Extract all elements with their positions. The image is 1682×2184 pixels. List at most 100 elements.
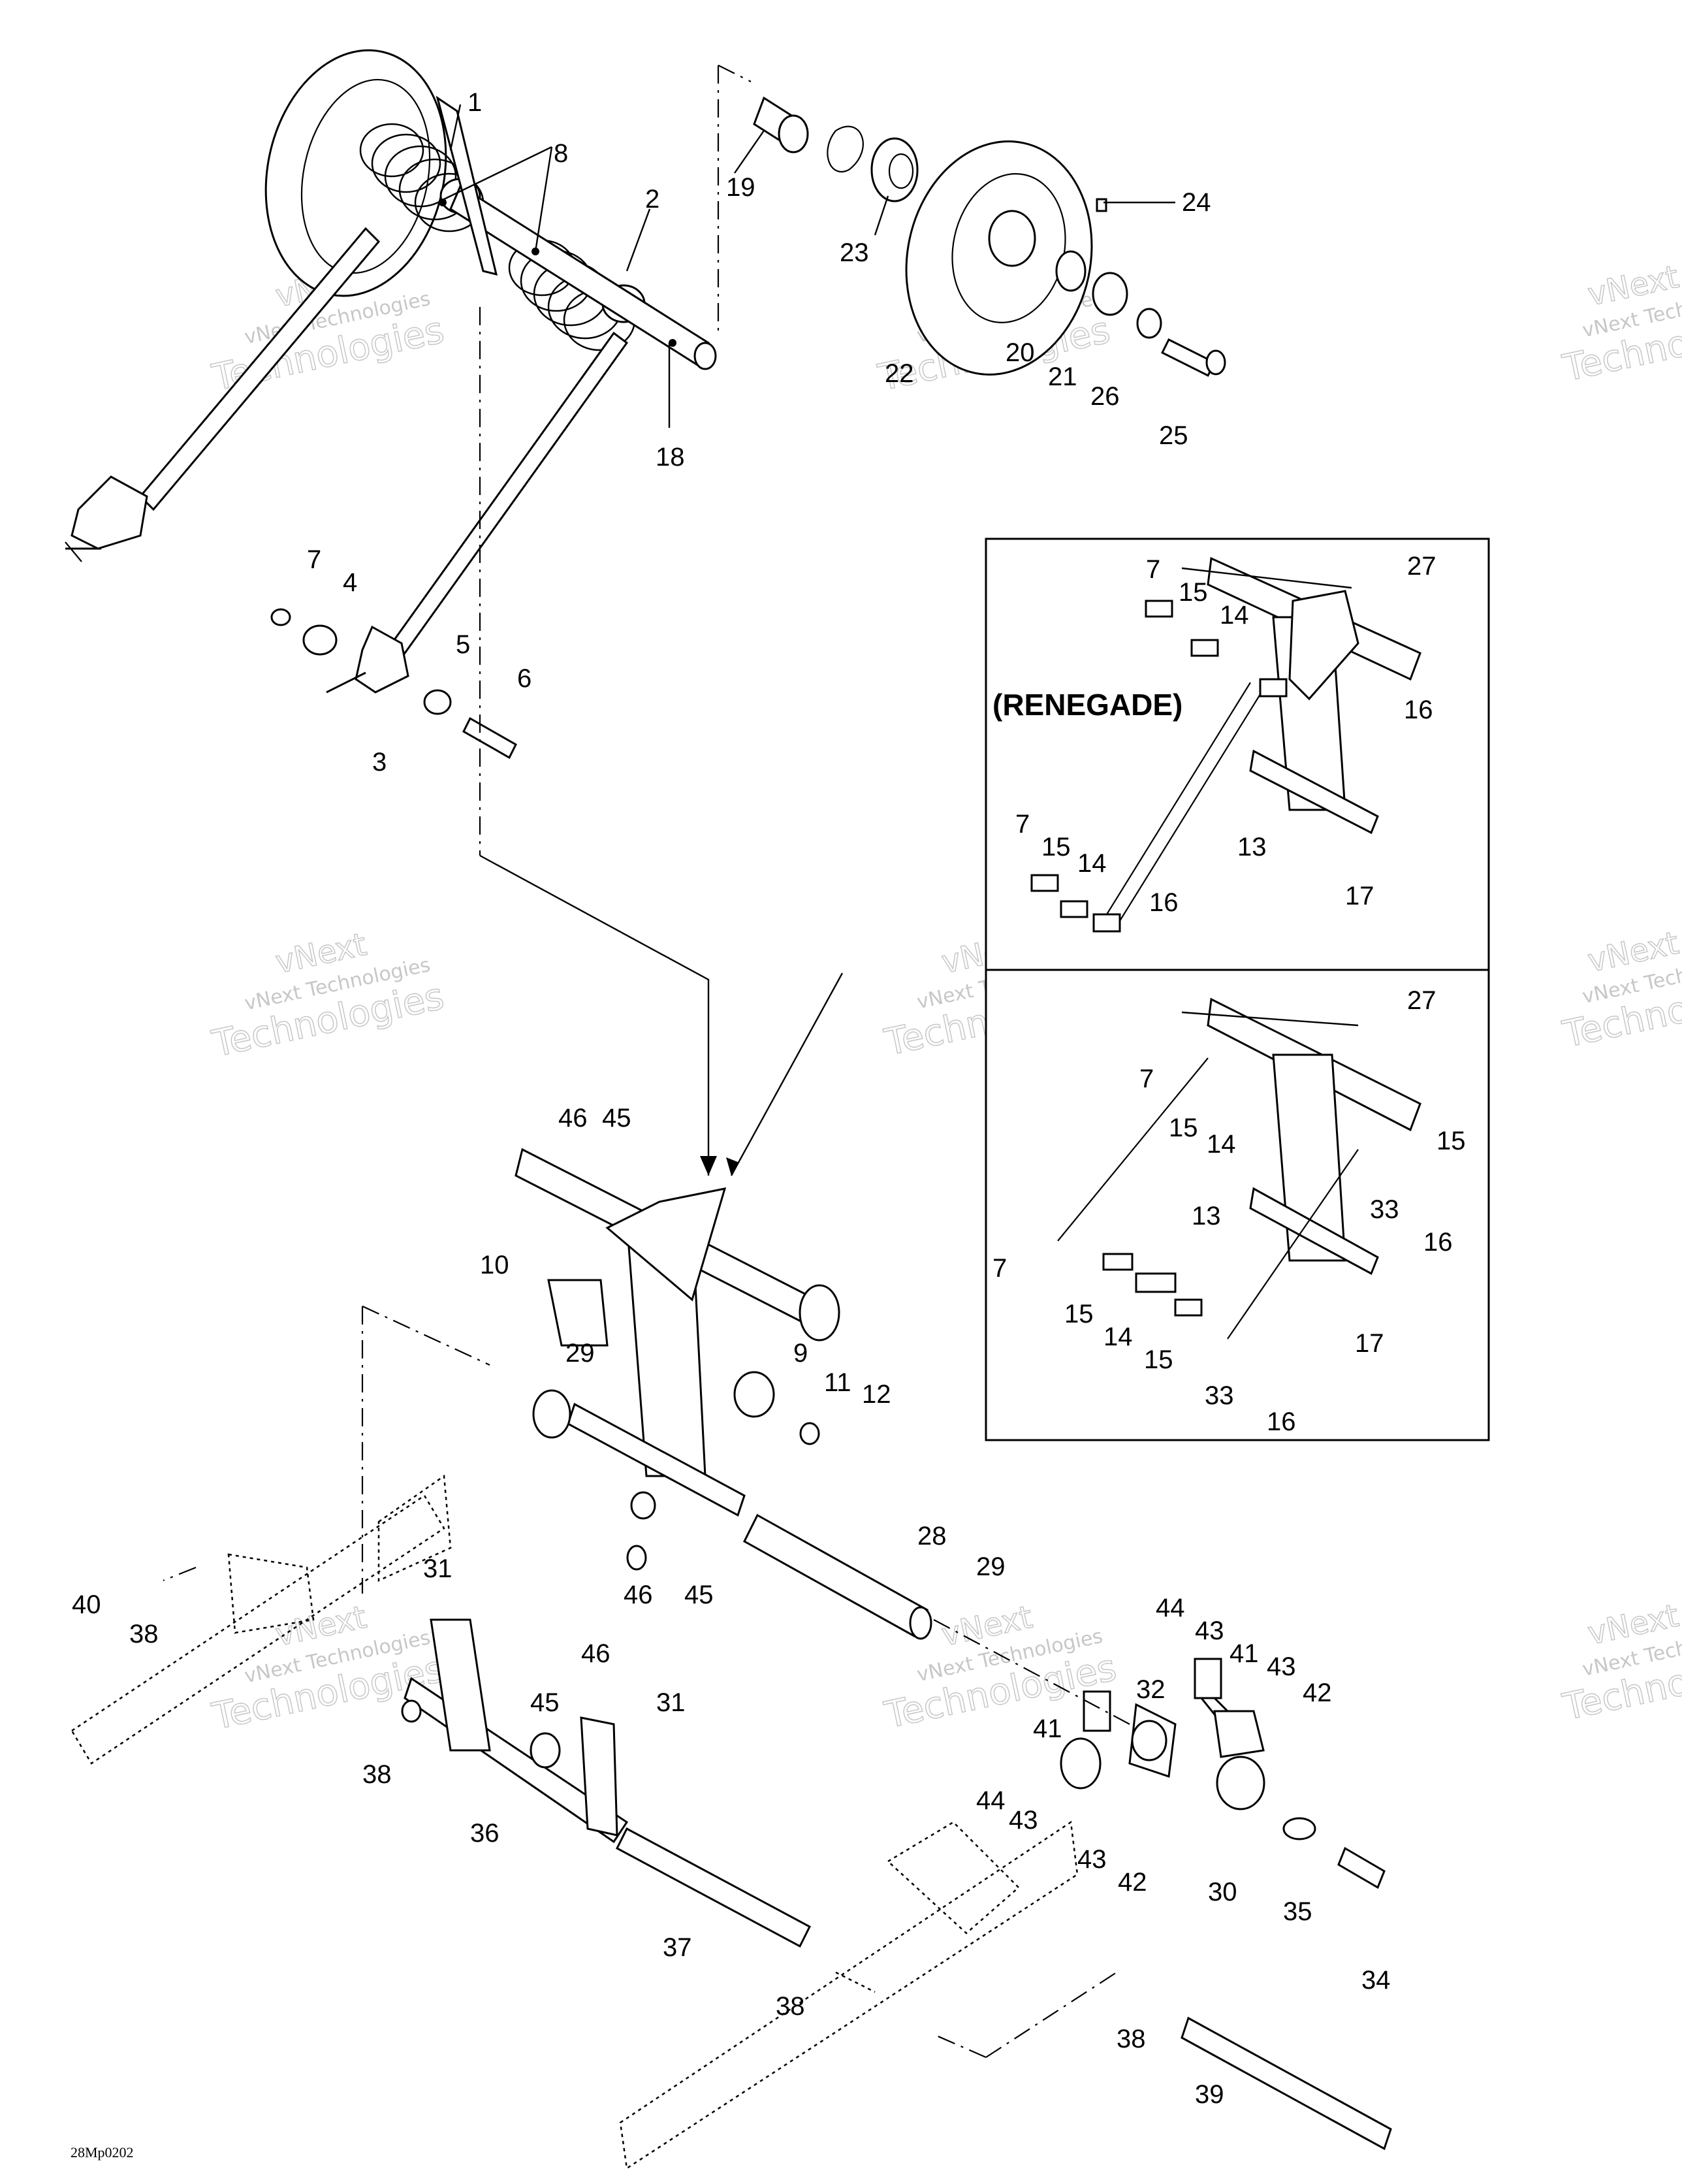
callout-38-d: 38: [1117, 2025, 1146, 2053]
callout-40: 40: [72, 1590, 101, 1619]
callout-17-b: 17: [1355, 1329, 1384, 1358]
rear-hardware: [1060, 1658, 1392, 2151]
callout-16-a: 16: [1404, 696, 1433, 724]
callout-11: 11: [824, 1368, 851, 1397]
callout-46-c: 46: [581, 1639, 611, 1668]
callout-8: 8: [554, 139, 568, 168]
left-rail: [71, 1474, 452, 1765]
callout-31-a: 31: [423, 1554, 452, 1583]
callout-24: 24: [1182, 188, 1211, 217]
callout-5: 5: [456, 630, 470, 659]
callout-15-c: 15: [1169, 1114, 1198, 1142]
callout-44-b: 44: [976, 1786, 1006, 1815]
callout-32: 32: [1136, 1675, 1166, 1704]
cam-and-bolt: [270, 608, 517, 760]
assembly-guidelines: [163, 65, 1130, 2059]
idler-small-parts: [1055, 198, 1226, 377]
callout-14-a: 14: [1220, 601, 1249, 630]
callout-43-b: 43: [1267, 1652, 1296, 1681]
rear-arm-assembly: [401, 1618, 629, 1844]
callout-15-d: 15: [1436, 1127, 1466, 1155]
callout-7-b: 7: [1146, 555, 1160, 584]
callout-25: 25: [1159, 421, 1188, 450]
watermark-2: vNext vNext Technologies Technologies: [208, 925, 448, 1066]
callout-31-b: 31: [656, 1688, 686, 1717]
callout-19: 19: [726, 173, 755, 202]
callout-13-b: 13: [1192, 1202, 1221, 1230]
cross-shaft: [439, 184, 717, 370]
callout-29-a: 29: [565, 1339, 595, 1368]
watermark-9: vNext vNext Technologies Technologies: [1559, 1597, 1682, 1729]
callout-28: 28: [917, 1522, 947, 1550]
snap-ring: [827, 125, 864, 172]
rear-shaft-37: [616, 1827, 811, 1948]
callout-7-d: 7: [1139, 1065, 1154, 1093]
callout-46-b: 46: [624, 1581, 653, 1609]
callout-41-a: 41: [1230, 1639, 1259, 1668]
callout-43-a: 43: [1195, 1616, 1224, 1645]
callout-3: 3: [372, 748, 387, 777]
callout-7-c: 7: [1015, 810, 1030, 839]
inset-lower-arm: [1057, 997, 1421, 1340]
callout-1: 1: [468, 88, 482, 117]
callout-27-a: 27: [1407, 552, 1436, 581]
inset-upper-arm: [1030, 556, 1421, 933]
bearing: [870, 137, 919, 202]
callout-38-c: 38: [776, 1992, 805, 2021]
callout-17-a: 17: [1345, 882, 1374, 910]
callout-42-a: 42: [1303, 1678, 1332, 1707]
callout-34: 34: [1361, 1966, 1391, 1995]
callout-42-b: 42: [1118, 1868, 1147, 1897]
callout-38-a: 38: [129, 1620, 159, 1648]
callout-13-a: 13: [1237, 833, 1267, 861]
rear-shaft-28: [743, 1513, 932, 1640]
renegade-label: (RENEGADE): [992, 688, 1182, 722]
callout-18: 18: [656, 443, 685, 472]
renegade-inset-box: [985, 538, 1490, 1441]
callout-14-d: 14: [1103, 1323, 1133, 1351]
callout-15-a: 15: [1179, 578, 1208, 607]
callout-38-b: 38: [362, 1760, 392, 1789]
callout-4: 4: [343, 568, 357, 597]
spring-arm-left: [65, 227, 381, 562]
callout-36: 36: [470, 1819, 500, 1848]
callout-16-c: 16: [1423, 1228, 1453, 1257]
callout-29-b: 29: [976, 1552, 1006, 1581]
left-idler-wheel: [264, 49, 447, 297]
callout-37: 37: [663, 1933, 692, 1962]
callout-21: 21: [1048, 362, 1077, 391]
callout-30: 30: [1208, 1878, 1237, 1906]
callout-7-a: 7: [307, 545, 321, 574]
right-rail: [619, 1820, 1079, 2170]
callout-14-c: 14: [1207, 1130, 1236, 1159]
idler-bushing: [753, 96, 809, 153]
callout-43-c: 43: [1009, 1806, 1038, 1835]
callout-15-e: 15: [1064, 1300, 1094, 1328]
callout-33-b: 33: [1205, 1381, 1234, 1410]
callout-15-b: 15: [1041, 833, 1071, 861]
callout-43-d: 43: [1077, 1845, 1107, 1874]
idler-wheel-right: [905, 140, 1093, 376]
callout-26: 26: [1090, 382, 1120, 411]
watermark-8: vNext vNext Technologies Technologies: [1559, 924, 1682, 1057]
callout-16-d: 16: [1267, 1407, 1296, 1436]
callout-44-a: 44: [1156, 1594, 1185, 1622]
guideline-arrows: [700, 1156, 739, 1176]
watermark-7: vNext vNext Technologies Technologies: [1559, 258, 1682, 391]
callout-14-b: 14: [1077, 849, 1107, 878]
callout-45-c: 45: [530, 1688, 560, 1717]
front-arm-assembly: [515, 1148, 840, 1571]
callout-2: 2: [645, 185, 659, 214]
drawing-code: 28Mp0202: [71, 2144, 134, 2160]
callout-10: 10: [480, 1251, 509, 1279]
callout-45-b: 45: [684, 1581, 714, 1609]
callout-20: 20: [1006, 338, 1035, 367]
callout-46-a: 46: [558, 1104, 588, 1132]
callout-16-b: 16: [1149, 888, 1179, 917]
leader-lines: [443, 104, 1359, 1027]
callout-7-e: 7: [992, 1254, 1007, 1283]
callout-33-a: 33: [1370, 1195, 1399, 1224]
callout-numbers: 1 2 8 18 19 23 24 22 20 21 26 25 7 4 5 6…: [72, 88, 1466, 2109]
callout-27-b: 27: [1407, 986, 1436, 1015]
